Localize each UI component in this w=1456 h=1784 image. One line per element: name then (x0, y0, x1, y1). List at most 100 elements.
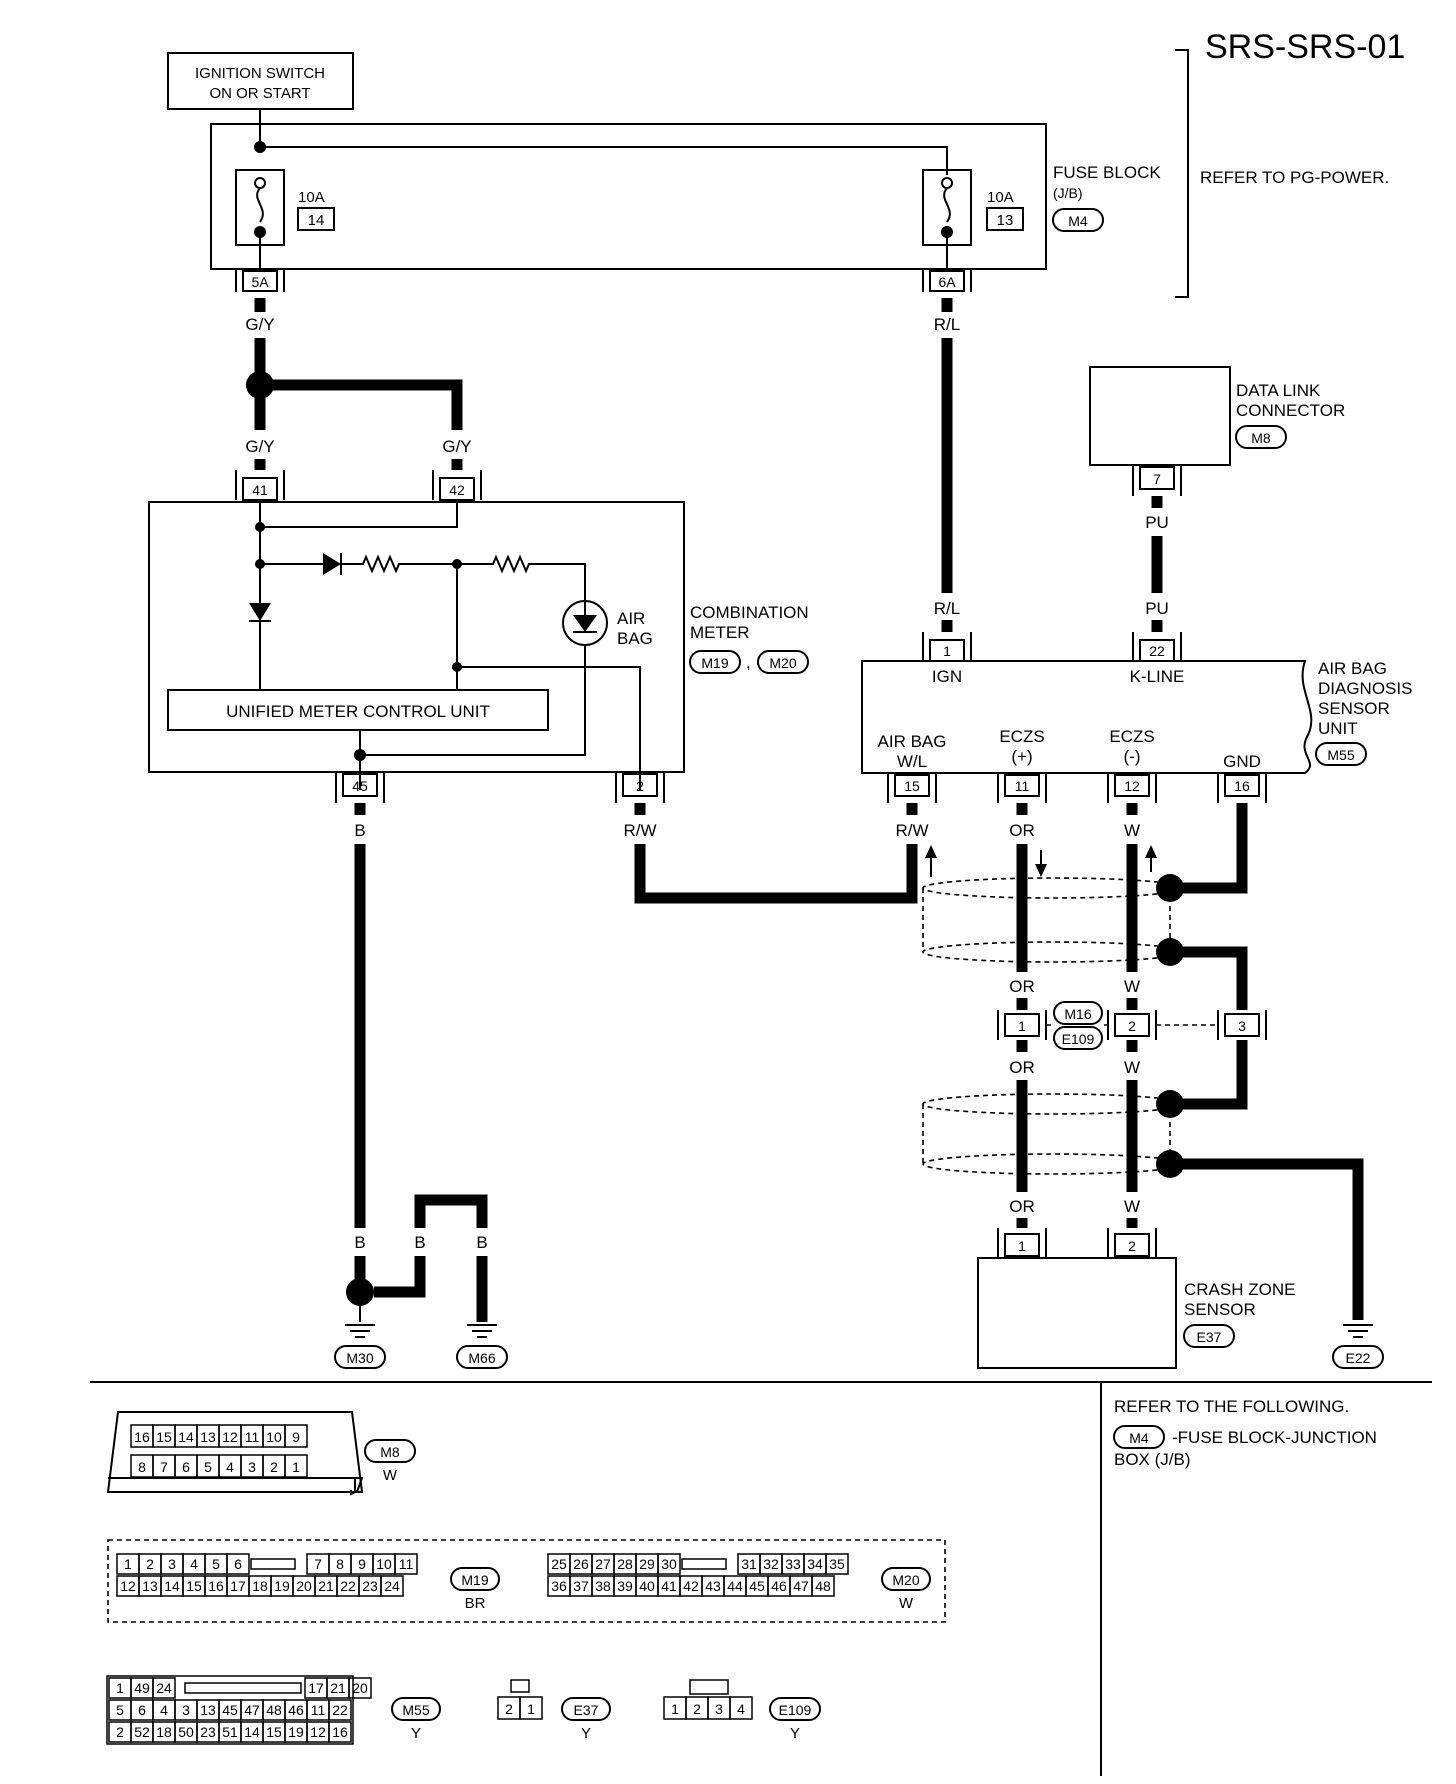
wire-label-w-3: W (1124, 1058, 1140, 1077)
combination-meter (148, 470, 685, 803)
airbag-unit-connector: M55 (1327, 747, 1354, 763)
m8-pin-9-cell (284, 1424, 308, 1448)
meter-connector-m20: M20 (769, 655, 796, 671)
fuse-14-amp: 10A (298, 189, 325, 206)
m19-pin-12: 12 (120, 1578, 136, 1594)
combination-meter-label-1: COMBINATION (690, 603, 809, 622)
m20-pin-36: 36 (551, 1578, 567, 1594)
m55-pin-19: 19 (288, 1724, 304, 1740)
m19-pin-3: 3 (168, 1556, 176, 1572)
m19-pin-10: 10 (376, 1556, 392, 1572)
fuse-block-connector: M4 (1068, 213, 1088, 229)
m20-pin-46: 46 (771, 1578, 787, 1594)
dlc-terminal-7: 7 (1153, 471, 1161, 487)
m20-pin-37: 37 (573, 1578, 589, 1594)
m55-pin-46: 46 (288, 1702, 304, 1718)
crash-zone-label-1: CRASH ZONE (1184, 1280, 1295, 1299)
wire-b-jump (414, 1194, 488, 1228)
m55-color: Y (411, 1725, 421, 1742)
meter-terminal-45: 45 (352, 778, 368, 794)
airbag-terminal-11-label-2: (+) (1011, 747, 1032, 766)
data-link-connector (1089, 366, 1287, 496)
wire-label-pu-2: PU (1145, 599, 1169, 618)
m55-pin-24-cell (152, 1677, 176, 1699)
inline-connector-m16: M16 (1064, 1006, 1091, 1022)
m19-pin-19: 19 (274, 1578, 290, 1594)
m55-pin-52: 52 (134, 1724, 150, 1740)
inline-terminal-2: 2 (1128, 1018, 1136, 1034)
refer-connector: M4 (1129, 1430, 1149, 1446)
wire-b-branch (374, 1256, 426, 1298)
e37-key (510, 1679, 530, 1693)
wire-label-w-4: W (1124, 1197, 1140, 1216)
m55-housing (106, 1675, 354, 1745)
wire-label-b-2: B (354, 1233, 365, 1252)
meter-terminal-42: 42 (449, 482, 465, 498)
fuse-14-number: 14 (308, 212, 325, 229)
m8-pin-1-cell (284, 1454, 308, 1478)
dlc-label-1: DATA LINK (1236, 381, 1321, 400)
m55-pin-17: 17 (308, 1680, 324, 1696)
m20-color: W (899, 1595, 914, 1612)
wire-shield-upper (1170, 946, 1248, 1010)
e37-color: Y (581, 1725, 591, 1742)
m19-pin-5: 5 (212, 1556, 220, 1572)
m55-pin-49: 49 (134, 1680, 150, 1696)
airbag-terminal-1-label: IGN (932, 667, 962, 686)
airbag-terminal-15: 15 (904, 778, 920, 794)
m55-pin-16-cell (328, 1721, 352, 1743)
m20-pin-48: 48 (815, 1578, 831, 1594)
inline-terminal-1: 1 (1018, 1018, 1026, 1034)
inline-connector (997, 1001, 1267, 1050)
m20-pin-42: 42 (683, 1578, 699, 1594)
m19-color: BR (465, 1595, 486, 1612)
m55-pin-51: 51 (222, 1724, 238, 1740)
m19-pin-20: 20 (296, 1578, 312, 1594)
m8-pin-1: 1 (292, 1459, 300, 1475)
m55-pin-50: 50 (178, 1724, 194, 1740)
svg-text:6A: 6A (938, 274, 956, 290)
crash-terminal-1: 1 (1018, 1238, 1026, 1254)
ground-symbol-m66 (456, 1324, 508, 1369)
m20-pin-35-cell (825, 1553, 849, 1575)
m8-pin-6: 6 (182, 1459, 190, 1475)
e37-id-oval (561, 1697, 611, 1721)
e109-id: E109 (779, 1702, 812, 1718)
svg-text:5A: 5A (251, 274, 269, 290)
m20-pin-30: 30 (661, 1556, 677, 1572)
m19-pin-11: 11 (399, 1556, 414, 1572)
fuse-block-label: FUSE BLOCK (1053, 163, 1161, 182)
m55-pin-6: 6 (138, 1702, 146, 1718)
airbag-unit-label-4: UNIT (1318, 719, 1358, 738)
refer-title: REFER TO THE FOLLOWING. (1114, 1397, 1349, 1416)
m8-pin-16: 16 (134, 1429, 150, 1445)
m20-key (681, 1558, 727, 1570)
airbag-terminal-12: 12 (1124, 778, 1140, 794)
m55-pin-11: 11 (311, 1702, 326, 1718)
airbag-terminal-11-label-1: ECZS (999, 727, 1044, 746)
shield-lower (922, 1090, 1184, 1178)
w-signal-arrow (1145, 845, 1157, 872)
e37-pin-1: 1 (527, 1701, 535, 1717)
e109-pin-3: 3 (715, 1701, 723, 1717)
m20-pin-48-cell (811, 1575, 835, 1597)
airbag-diagnosis-sensor-unit (861, 632, 1367, 803)
m19-pin-17: 17 (230, 1578, 246, 1594)
wire-label-rl-1: R/L (934, 315, 960, 334)
m8-pin-11: 11 (245, 1429, 260, 1445)
fuse-block (210, 123, 1047, 270)
m55-pin-5: 5 (116, 1702, 124, 1718)
e109-pin-2: 2 (693, 1701, 701, 1717)
wire-label-w-2: W (1124, 977, 1140, 996)
e109-color: Y (790, 1725, 800, 1742)
ground-m30-label: M30 (346, 1350, 373, 1366)
airbag-unit-label-2: DIAGNOSIS (1318, 679, 1412, 698)
m55-pin-12: 12 (310, 1724, 326, 1740)
ignition-label-2: ON OR START (209, 85, 310, 102)
m20-pin-30-cell (657, 1553, 681, 1575)
crash-zone-label-2: SENSOR (1184, 1300, 1256, 1319)
e109-pin-1: 1 (671, 1701, 679, 1717)
m20-pin-43: 43 (705, 1578, 721, 1594)
ignition-label-1: IGNITION SWITCH (195, 65, 325, 82)
